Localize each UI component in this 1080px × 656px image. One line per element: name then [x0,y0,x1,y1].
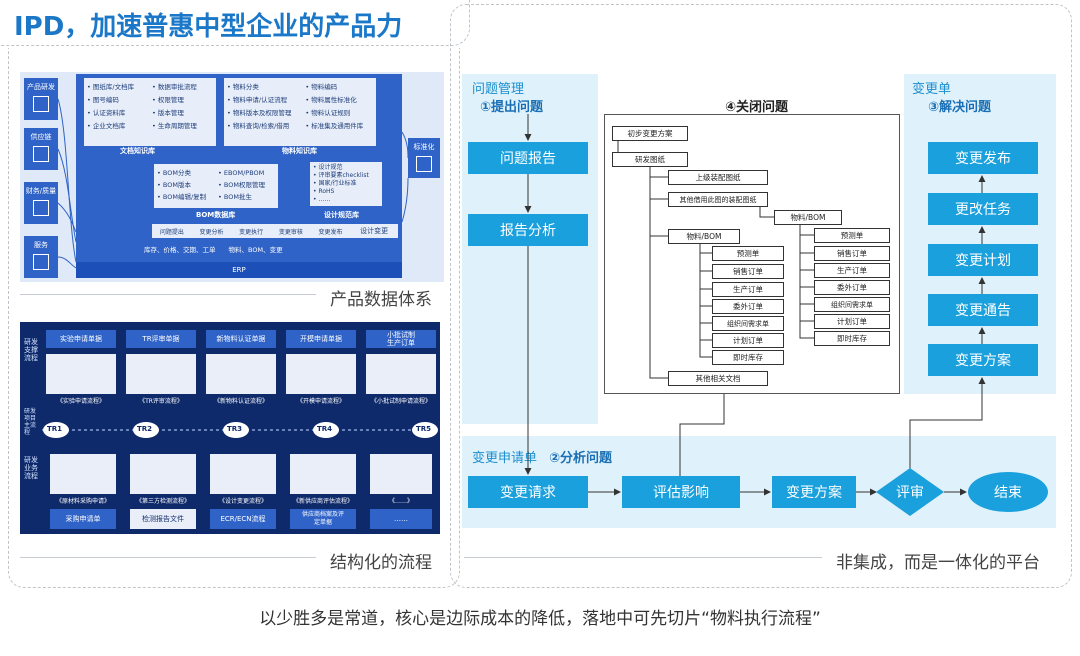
left-doc-plan: 计划订单 [712,333,784,348]
top-card-1: 实验申请单据 《实验申请流程》 [46,330,116,410]
change-task-box: 更改任务 [928,193,1038,225]
change-plan-box: 变更计划 [928,244,1038,276]
tr4-label: TR4 [317,425,333,433]
row-label-main: 研发项目主流程 [24,408,37,436]
row-label-business: 研发业务流程 [24,456,38,480]
spec-lib: • 设计规范• 评审要素checklist• 国家/行业标准• RoHS• …… [310,162,382,206]
top-card-2: TR评审单据 《TR评审流程》 [126,330,196,410]
right-doc-plan: 计划订单 [814,314,890,329]
right-doc-inventory: 即时库存 [814,331,890,346]
mat-lib-title: 物料知识库 [282,147,317,155]
standard-box: 标准化 [408,138,440,178]
tr3-label: TR3 [227,425,243,433]
tree-other-assembly: 其他借用此图的装配图纸 [668,192,768,207]
left-doc-sales: 销售订单 [712,264,784,279]
left-doc-inventory: 即时库存 [712,350,784,365]
footer-text: 以少胜多是常道，核心是边际成本的降低，落地中可先切片“物料执行流程” [259,609,821,629]
right-doc-inter-org: 组织间需求单 [814,297,890,312]
top-card-3: 新物料认证单据 《新物料认证流程》 [206,330,276,410]
issue-report-box: 问题报告 [468,142,588,174]
tree-drawing: 研发图纸 [612,152,688,167]
left-bottom-divider [20,557,316,558]
header-tab [0,0,470,46]
left-top-divider [20,294,316,295]
right-doc-sales: 销售订单 [814,246,890,261]
left-doc-outsourcing: 委外订单 [712,299,784,314]
tr5-label: TR5 [416,425,432,433]
bom-lib: • BOM分类• BOM版本• BOM编辑/复制 • EBOM/PBOM• BO… [154,164,278,208]
process-diagram: 研发支撑流程 研发项目主流程 研发业务流程 实验申请单据 《实验申请流程》 TR… [20,322,440,534]
issue-mgmt-region [462,74,598,424]
step2-label: ②分析问题 [549,451,613,466]
left-panel-frame [8,48,460,588]
caption-product-data: 产品数据体系 [330,290,432,310]
bottom-card-5: 《……》 …… [370,454,432,530]
connector-lines [57,98,409,269]
role-box-rd: 产品研发 [24,78,58,120]
tr-timeline [42,422,438,438]
bottom-card-2: 《第三方检测流程》 检测报告文件 [130,454,196,530]
row-label-support: 研发支撑流程 [24,338,38,362]
change-proposal-box: 变更方案 [928,344,1038,376]
caption-structured-process: 结构化的流程 [330,553,432,573]
change-request-box: 变更请求 [468,476,588,508]
page-title: IPD，加速普惠中型企业的产品力 [14,12,403,42]
right-panel-frame [450,4,1072,588]
role-box-finance: 财务/质量 [24,182,58,224]
step3-label: ③解决问题 [928,100,992,115]
right-doc-outsourcing: 委外订单 [814,280,890,295]
top-card-5: 小批试制 生产订单 《小批试制申请流程》 [366,330,436,410]
step4-label: ④关闭问题 [725,100,789,115]
change-row: 问题提出 变更分析 变更执行 变更审核 变更发布 设计变更 [152,224,398,238]
product-data-diagram: 产品研发 供应链 财务/质量 服务 • 图纸库/文档库• 图号编码• 认证资料库… [20,72,444,282]
change-request-label: 变更申请单 [472,451,538,466]
step1-label: ①提出问题 [480,100,544,115]
bom-lib-title: BOM数据库 [196,211,236,219]
tree-root: 初步变更方案 [612,126,688,141]
end-label: 结束 [994,485,1022,501]
doc-lib-title: 文档知识库 [120,147,155,155]
right-divider [464,557,822,558]
bottom-card-1: 《原材料采购申请》 采购申请单 [50,454,116,530]
tree-upper-assembly: 上级装配图纸 [668,170,768,185]
tr2-label: TR2 [137,425,153,433]
change-order-region [904,74,1056,394]
mat-lib: • 物料分类• 物料申请/认证流程• 物料版本及权限管理• 物料查询/检索/借用… [224,78,376,146]
left-doc-production: 生产订单 [712,282,784,297]
change-order-label: 变更单 [912,82,952,97]
issue-mgmt-label: 问题管理 [472,82,525,97]
report-analysis-box: 报告分析 [468,214,588,246]
role-box-supply: 供应链 [24,128,58,170]
spec-lib-title: 设计规范库 [324,211,359,219]
tr1-label: TR1 [47,425,63,433]
change-notice-box: 变更通告 [928,294,1038,326]
bottom-data-text: 库存、价格、交期、工单 物料、BOM、变更 [144,246,283,254]
change-scheme-box: 变更方案 [772,476,856,508]
erp-bar: ERP [76,262,402,278]
right-doc-forecast: 预测单 [814,228,890,243]
right-doc-production: 生产订单 [814,263,890,278]
tree-material-bom-right: 物料/BOM [774,210,842,225]
doc-lib: • 图纸库/文档库• 图号编码• 认证资料库• 企业文档库 • 数据审批流程• … [84,78,216,146]
top-card-4: 开模申请单据 《开模申请流程》 [286,330,356,410]
tree-material-bom-left: 物料/BOM [668,229,740,244]
review-label: 评审 [896,485,924,501]
left-doc-forecast: 预测单 [712,246,784,261]
change-release-box: 变更发布 [928,142,1038,174]
role-box-service: 服务 [24,236,58,278]
bottom-card-3: 《设计变更流程》 ECR/ECN流程 [210,454,276,530]
bottom-card-4: 《新供应商评估流程》 供应商档案及评 定单据 [290,454,356,530]
impact-assessment-box: 评估影响 [622,476,740,508]
tree-other-docs: 其他相关文档 [668,371,768,386]
caption-platform: 非集成，而是一体化的平台 [836,553,1040,573]
left-doc-inter-org: 组织间需求单 [712,316,784,331]
